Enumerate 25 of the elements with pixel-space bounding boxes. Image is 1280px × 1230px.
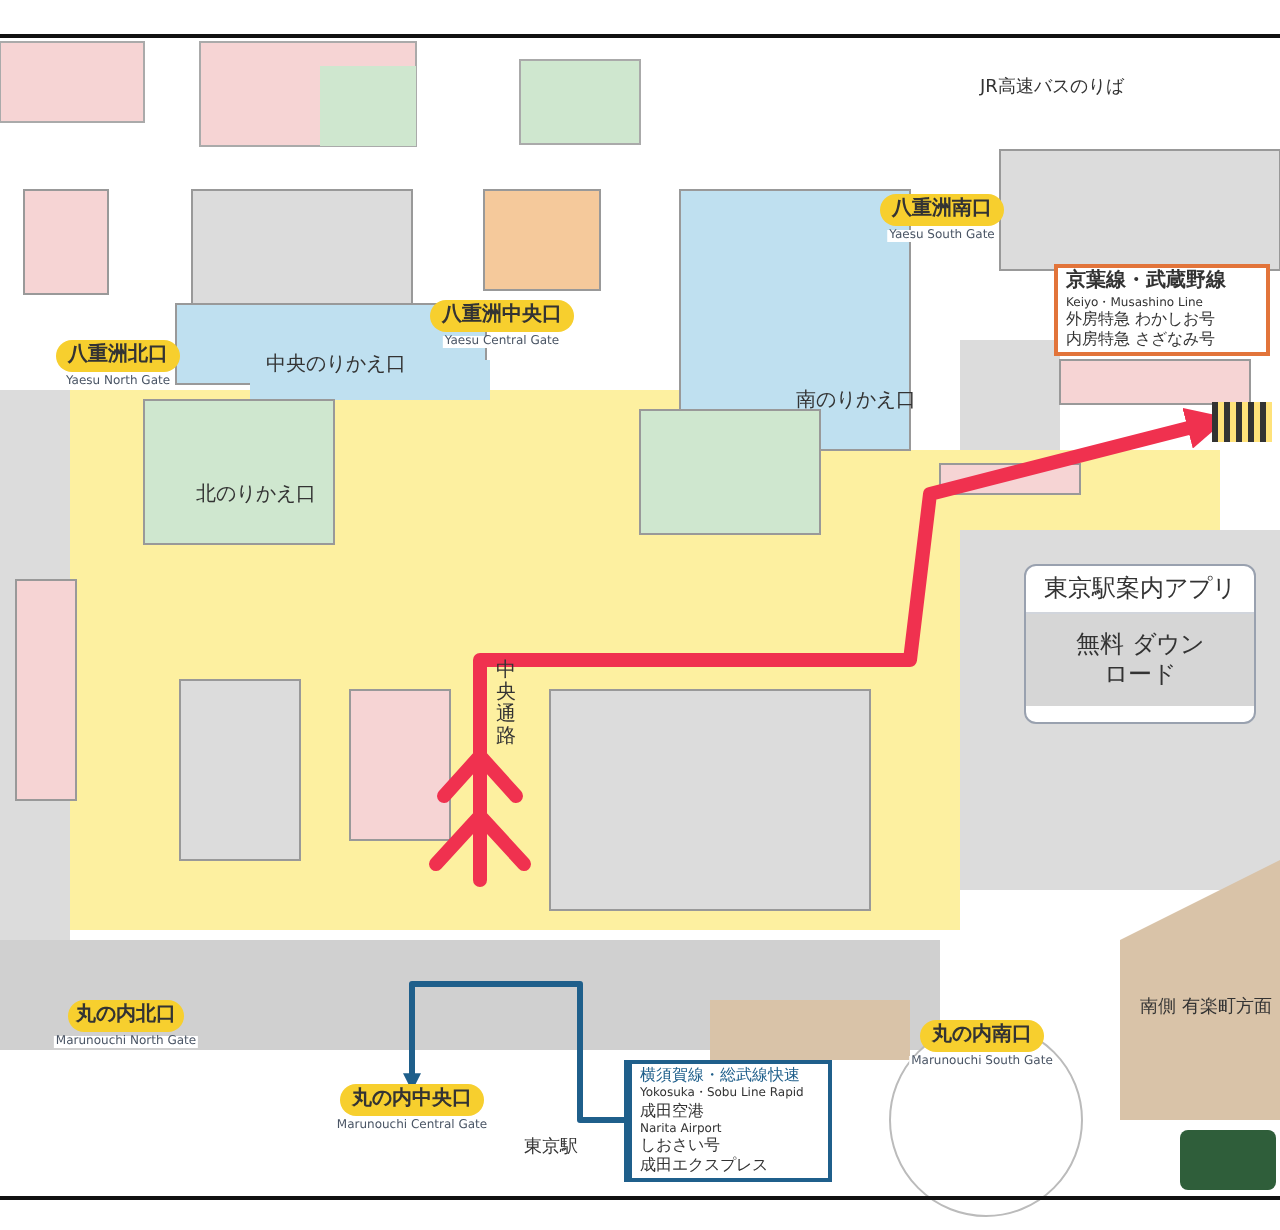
info-text: しおさい号	[640, 1136, 721, 1156]
info-text: 内房特急 さざなみ号	[1066, 330, 1218, 350]
info-text: 外房特急 わかしお号	[1066, 310, 1218, 330]
map-label: JR高速バスのりば	[980, 80, 1126, 100]
line-info-box	[1054, 264, 1270, 356]
info-text: 横須賀線・総武線快速	[640, 1066, 802, 1086]
info-text: 成田エクスプレス	[640, 1156, 770, 1176]
map-label: 中央通路	[496, 660, 518, 748]
map-label: 南側 有楽町方面	[1140, 1000, 1272, 1020]
info-text: 京葉線・武蔵野線	[1066, 270, 1228, 295]
map-label: 東京駅	[524, 1140, 580, 1160]
route-arrow	[403, 981, 627, 1123]
info-text: 成田空港	[640, 1101, 706, 1121]
gate-label: 丸の内北口	[68, 1000, 184, 1032]
transfer-gate-label: 南のりかえ口	[784, 392, 928, 420]
gate-label: 八重洲中央口	[430, 300, 574, 332]
gate-label: 八重洲南口	[880, 194, 1004, 226]
gate-label: 八重洲北口	[56, 340, 180, 372]
line-info-box	[624, 1060, 832, 1182]
transfer-gate-label: 北のりかえ口	[184, 486, 328, 514]
panel-text: 無料 ダウンロード	[1026, 614, 1254, 706]
ticket-gate-bar	[1212, 402, 1272, 442]
app-promo-panel	[1024, 564, 1256, 724]
gate-label: 丸の内南口	[920, 1020, 1044, 1052]
gate-label: 丸の内中央口	[340, 1084, 484, 1116]
